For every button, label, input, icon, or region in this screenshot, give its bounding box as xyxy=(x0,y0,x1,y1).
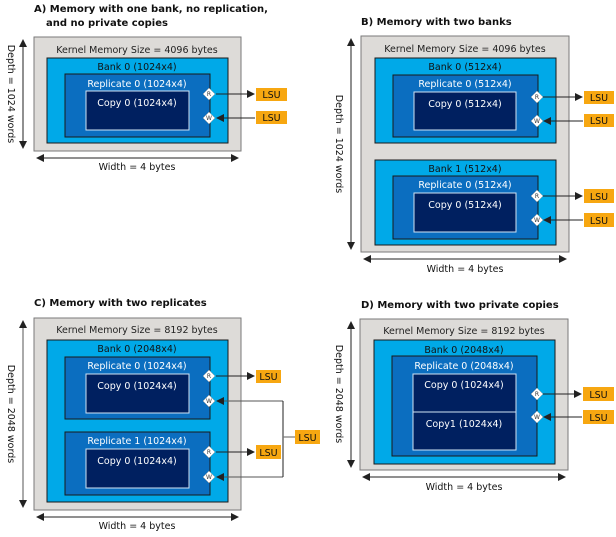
lsu-write-label: LSU xyxy=(262,113,280,124)
replicate-1-lsu-read-box xyxy=(256,445,281,459)
bank-1-copy-0-box xyxy=(413,192,517,233)
bank-0-lsu-read-box xyxy=(584,91,614,104)
bank-0-lsu-read-label: LSU xyxy=(590,93,608,104)
read-port-diamond xyxy=(530,387,544,401)
replicate-1-read-port-diamond xyxy=(202,445,216,459)
depth-label: Depth = 1024 words xyxy=(333,95,344,193)
lsu-read-label: LSU xyxy=(262,90,280,101)
panel-d: D) Memory with two private copies Kernel… xyxy=(333,300,614,493)
bank-1-lsu-write-box xyxy=(584,213,614,227)
bank-1-replicate-0-label: Replicate 0 (512x4) xyxy=(418,180,511,191)
copy-0-box xyxy=(85,90,190,131)
copy-0-label: Copy 0 (1024x4) xyxy=(97,98,176,109)
replicate-1-write-port-diamond xyxy=(202,470,216,484)
panel-a-title-line1: A) Memory with one bank, no replication, xyxy=(34,4,268,15)
panel-b-title: B) Memory with two banks xyxy=(361,17,512,28)
lsu-write-label: LSU xyxy=(589,413,607,424)
bank-1-lsu-read-label: LSU xyxy=(590,192,608,203)
replicate-0-lsu-read-box xyxy=(256,370,281,383)
bank-0-replicate-0-label: Replicate 0 (512x4) xyxy=(418,79,511,90)
replicate-1-lsu-read-label: LSU xyxy=(259,448,277,459)
panel-a-title-line2: and no private copies xyxy=(46,18,168,29)
kernel-memory-size-label: Kernel Memory Size = 8192 bytes xyxy=(56,325,217,336)
bank-1-write-port-diamond xyxy=(530,213,544,227)
shared-lsu-write-box xyxy=(295,430,320,444)
replicate-0-read-port-label: R xyxy=(207,373,211,380)
width-label: Width = 4 bytes xyxy=(426,482,503,493)
replicate-1-write-port-label: W xyxy=(206,474,212,481)
copy-1-box xyxy=(412,411,517,451)
replicate-0-copy-0-box xyxy=(85,373,190,414)
lsu-write-box xyxy=(583,410,614,424)
shared-lsu-write-label: LSU xyxy=(298,433,316,444)
copy-0-box xyxy=(412,373,517,413)
bank-0-label: Bank 0 (2048x4) xyxy=(424,345,503,356)
write-port-label: W xyxy=(534,414,540,421)
bank-1-lsu-read-box xyxy=(584,189,614,203)
bank-1-copy-0-label: Copy 0 (512x4) xyxy=(428,200,501,211)
write-port-diamond xyxy=(202,111,216,125)
panel-a: A) Memory with one bank, no replication,… xyxy=(5,4,287,173)
panel-d-title: D) Memory with two private copies xyxy=(361,300,559,311)
bank-0-write-port-diamond xyxy=(530,114,544,128)
depth-label: Depth = 2048 words xyxy=(5,365,16,463)
replicate-0-label: Replicate 0 (2048x4) xyxy=(414,361,513,372)
bank-0-label: Bank 0 (1024x4) xyxy=(97,62,176,73)
replicate-0-write-port-label: W xyxy=(206,398,212,405)
replicate-0-label: Replicate 0 (1024x4) xyxy=(87,79,186,90)
replicate-0-read-port-diamond xyxy=(202,369,216,383)
lsu-read-box xyxy=(583,387,614,401)
width-label: Width = 4 bytes xyxy=(99,162,176,173)
kernel-memory-size-label: Kernel Memory Size = 8192 bytes xyxy=(383,326,544,337)
copy-0-label: Copy 0 (1024x4) xyxy=(424,380,503,391)
read-port-diamond xyxy=(202,87,216,101)
bank-0-copy-0-label: Copy 0 (512x4) xyxy=(428,99,501,110)
bank-0-lsu-write-label: LSU xyxy=(590,116,608,127)
panel-c: C) Memory with two replicates Kernel Mem… xyxy=(5,298,320,532)
panel-c-title: C) Memory with two replicates xyxy=(34,298,207,309)
bank-0-label: Bank 0 (2048x4) xyxy=(97,344,176,355)
panel-b: B) Memory with two banks Kernel Memory S… xyxy=(333,17,614,275)
width-label: Width = 4 bytes xyxy=(99,521,176,532)
depth-label: Depth = 1024 words xyxy=(5,45,16,143)
bank-1-label: Bank 1 (512x4) xyxy=(428,164,501,175)
replicate-0-write-port-diamond xyxy=(202,394,216,408)
write-port-diamond xyxy=(530,410,544,424)
read-port-label: R xyxy=(535,391,539,398)
replicate-0-copy-0-label: Copy 0 (1024x4) xyxy=(97,381,176,392)
kernel-memory-size-label: Kernel Memory Size = 4096 bytes xyxy=(384,44,545,55)
kernel-memory-size-label: Kernel Memory Size = 4096 bytes xyxy=(56,45,217,56)
lsu-read-box xyxy=(256,88,287,101)
bank-0-read-port-label: R xyxy=(535,94,539,101)
replicate-1-copy-0-label: Copy 0 (1024x4) xyxy=(97,456,176,467)
read-port-label: R xyxy=(207,91,211,98)
bank-0-label: Bank 0 (512x4) xyxy=(428,62,501,73)
bank-1-read-port-diamond xyxy=(530,189,544,203)
replicate-0-label: Replicate 0 (1024x4) xyxy=(87,361,186,372)
lsu-write-box xyxy=(256,111,287,124)
bank-0-copy-0-box xyxy=(413,91,517,131)
replicate-1-read-port-label: R xyxy=(207,449,211,456)
lsu-read-label: LSU xyxy=(589,390,607,401)
write-port-label: W xyxy=(206,115,212,122)
bank-1-write-port-label: W xyxy=(534,217,540,224)
depth-label: Depth = 2048 words xyxy=(333,345,344,443)
bank-0-lsu-write-box xyxy=(584,114,614,127)
copy-1-label: Copy1 (1024x4) xyxy=(426,419,502,430)
bank-1-read-port-label: R xyxy=(535,193,539,200)
width-label: Width = 4 bytes xyxy=(427,264,504,275)
replicate-1-label: Replicate 1 (1024x4) xyxy=(87,436,186,447)
bank-0-write-port-label: W xyxy=(534,118,540,125)
bank-1-lsu-write-label: LSU xyxy=(590,216,608,227)
replicate-0-lsu-read-label: LSU xyxy=(259,372,277,383)
replicate-1-copy-0-box xyxy=(85,448,190,489)
bank-0-read-port-diamond xyxy=(530,90,544,104)
